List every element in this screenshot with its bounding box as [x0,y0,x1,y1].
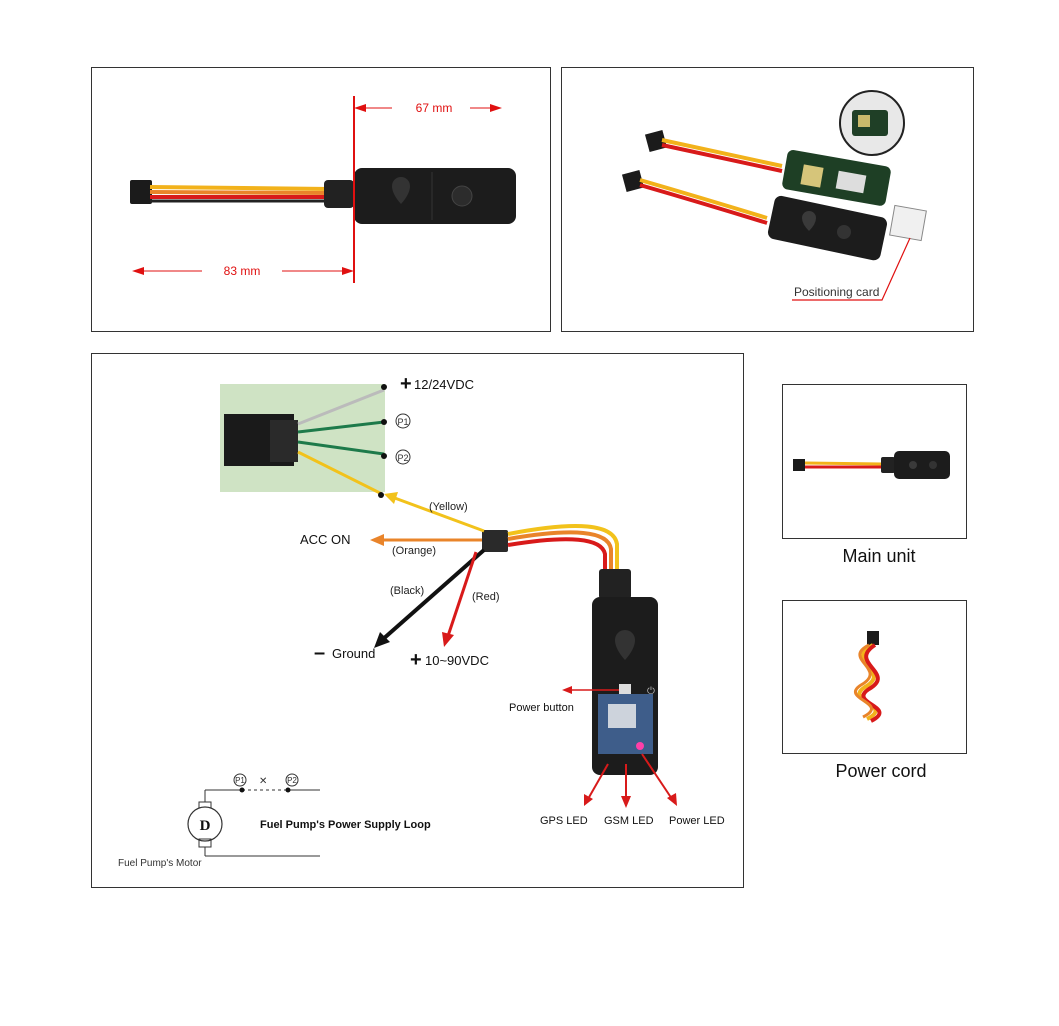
black-label: (Black) [390,585,424,597]
dimensions-panel: 67 mm 83 mm [91,67,551,332]
svg-text:P1: P1 [397,417,408,427]
power-cord-panel [782,600,967,754]
connector-plug-upper [644,129,668,153]
callout-line [792,237,911,301]
svg-text:–: – [314,642,325,664]
harness-connector [482,530,508,552]
yellow-label: (Yellow) [429,501,468,513]
main-unit-photo [793,451,950,479]
wiring-drawing: + 12/24VDC P1 P2 (Yellow) (Orange) ACC O… [118,373,725,869]
svg-text:P2: P2 [397,453,408,463]
location-pin-icon [802,211,816,231]
fuel-pump-loop: P1 P2 ✕ D [187,773,320,857]
svg-text:D: D [200,818,211,834]
p2-marker [395,449,411,465]
relay-wires [297,388,385,496]
supply-10-90-label: 10~90VDC [425,653,489,668]
motor-symbol [187,806,223,842]
black-wire-arrow [380,548,486,642]
strain-relief [599,569,631,599]
ground-label: Ground [332,646,375,661]
location-pin-icon [392,177,410,204]
main-cable [507,524,619,574]
yellow-wire-arrow [391,495,485,533]
strain-relief [324,180,354,208]
svg-text:P2: P2 [287,776,297,785]
positioning-card [889,204,927,242]
acc-on-label: ACC ON [300,532,351,547]
main-unit-panel [782,384,967,539]
power-button [619,684,631,694]
main-unit-caption: Main unit [842,546,916,566]
dimensions-drawing: 67 mm 83 mm [130,96,516,283]
connector-plug [130,180,152,204]
svg-text:+: + [400,373,412,395]
power-button-label: Power button [509,702,574,714]
fuel-pump-motor-label: Fuel Pump's Motor [118,858,202,869]
length-dimension-label: 83 mm [224,264,261,278]
power-icon: ⏻ [647,686,655,697]
tracker-body [354,168,516,224]
gsm-led-label: GSM LED [604,815,654,827]
power-cord-photo [853,631,882,723]
red-label: (Red) [472,591,500,603]
fuel-pump-loop-title: Fuel Pump's Power Supply Loop [260,819,431,831]
positioning-card-label: Positioning card [794,285,879,299]
location-pin-icon [615,630,635,660]
cable-bundle [149,185,331,203]
width-dimension-label: 67 mm [416,101,453,115]
power-cord-caption: Power cord [835,761,927,781]
orange-label: (Orange) [392,545,436,557]
closed-unit-body [767,195,888,261]
sensor-window-icon [451,185,473,207]
svg-text:+: + [410,649,422,671]
positioning-drawing: Positioning card [621,90,927,301]
wiring-panel: + 12/24VDC P1 P2 (Yellow) (Orange) ACC O… [91,353,744,888]
gps-led-label: GPS LED [540,815,588,827]
connector-plug-lower [621,169,645,193]
positioning-panel: Positioning card [561,67,974,332]
power-led-indicator [636,742,644,750]
switch-icon: ✕ [259,776,267,787]
sensor-window-icon [837,225,851,239]
power-led-label: Power LED [669,815,725,827]
red-wire-arrow [446,551,478,637]
supply-12-24-label: 12/24VDC [414,377,474,392]
p1-marker [395,413,411,429]
svg-text:P1: P1 [235,776,245,785]
open-circuit-board [782,150,891,206]
